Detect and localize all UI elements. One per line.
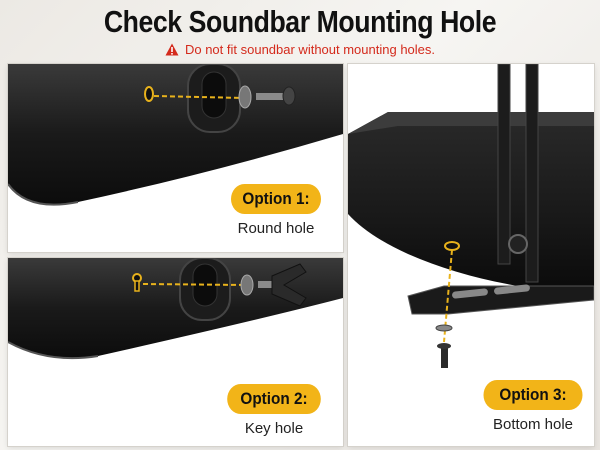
round-hole xyxy=(144,86,154,102)
warning-triangle-icon xyxy=(165,43,179,56)
key-hole-illustration xyxy=(8,258,343,360)
round-hole-illustration xyxy=(8,64,343,206)
page-title: Check Soundbar Mounting Hole xyxy=(103,4,497,39)
option-2-caption: Key hole xyxy=(244,420,304,437)
option-2-badge: Option 2: xyxy=(227,384,321,414)
option-2-panel: Option 2: Key hole xyxy=(8,258,343,446)
option-1-panel: Option 1: Round hole xyxy=(8,64,343,252)
bottom-hole-illustration xyxy=(348,64,594,368)
key-hole xyxy=(132,273,142,292)
option-1-badge: Option 1: xyxy=(231,184,321,214)
option-3-badge: Option 3: xyxy=(483,380,583,410)
option-3-panel: Option 3: Bottom hole xyxy=(348,64,594,446)
option-3-caption: Bottom hole xyxy=(492,416,574,433)
warning-text: Do not fit soundbar without mounting hol… xyxy=(184,42,436,57)
bottom-hole xyxy=(444,241,460,251)
option-1-caption: Round hole xyxy=(237,220,315,237)
warning-notice: Do not fit soundbar without mounting hol… xyxy=(0,42,600,57)
